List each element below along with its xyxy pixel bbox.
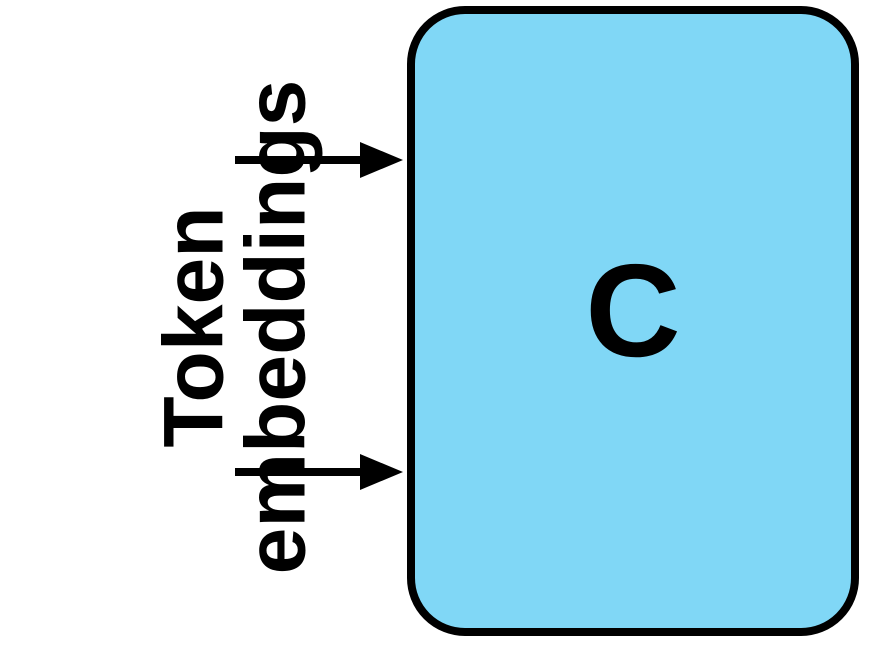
input-arrow-top xyxy=(235,142,403,178)
input-arrow-bottom xyxy=(235,454,403,490)
arrow-head-top xyxy=(360,142,403,178)
input-label-line-1: Token xyxy=(146,206,241,448)
module-c-label: C xyxy=(585,237,681,384)
arrow-head-bottom xyxy=(360,454,403,490)
module-c-box: C xyxy=(407,6,859,636)
